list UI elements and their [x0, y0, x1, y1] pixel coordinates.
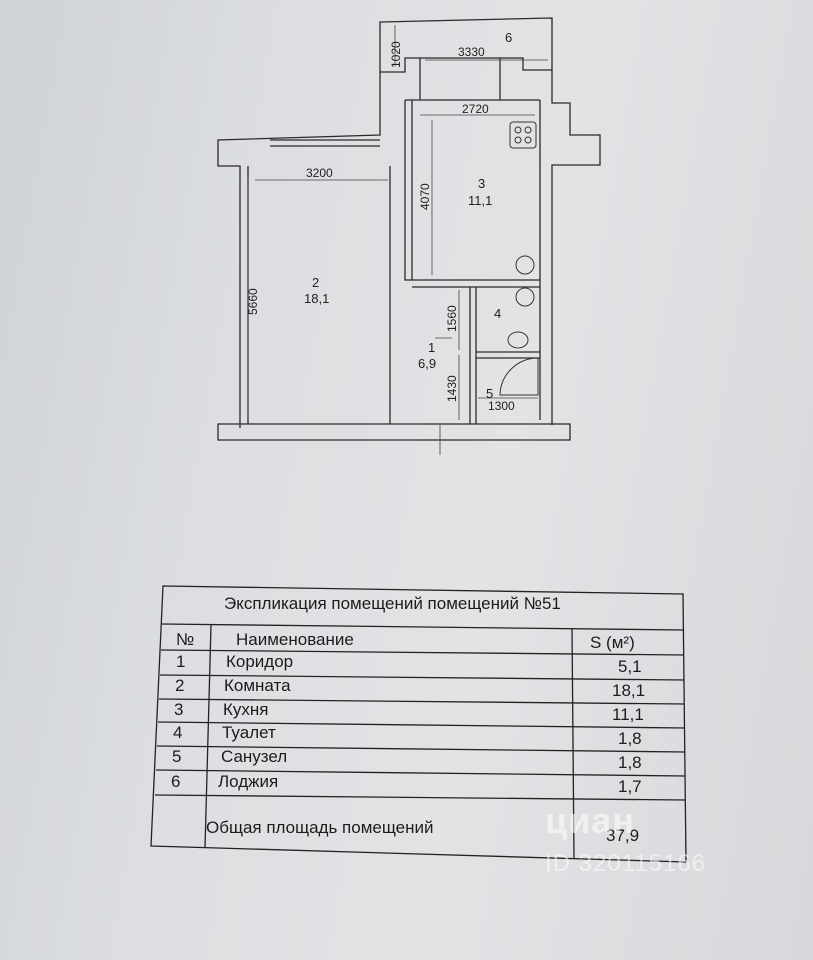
room-2-num: 2 — [312, 275, 319, 290]
dim-room-width: 3200 — [306, 166, 333, 180]
outer-wall-top — [217, 72, 381, 428]
room-1-num: 1 — [428, 340, 435, 355]
row-num: 1 — [176, 652, 186, 671]
explication-table: Экспликация помещений помещений №51 № На… — [150, 588, 686, 860]
row-num: 4 — [173, 723, 183, 742]
row-name: Комната — [224, 676, 291, 695]
row-name: Санузел — [221, 747, 288, 766]
row-area: 18,1 — [612, 681, 646, 700]
dim-room-depth: 5660 — [246, 288, 260, 315]
col-header-name: Наименование — [236, 630, 354, 649]
room-3-num: 3 — [478, 176, 485, 191]
room-6-num: 6 — [505, 30, 512, 45]
row-area: 1,8 — [618, 753, 642, 772]
table-title: Экспликация помещений помещений №51 — [224, 594, 561, 613]
total-area: 37,9 — [606, 826, 640, 845]
row-name: Туалет — [222, 723, 276, 742]
row-name: Лоджия — [218, 772, 279, 791]
room-1-area: 6,9 — [418, 356, 436, 371]
dim-balcony-width: 3330 — [458, 45, 485, 59]
row-num: 6 — [171, 772, 181, 791]
washbasin-icon — [515, 287, 535, 307]
col-header-num: № — [176, 630, 195, 649]
dim-toilet-depth: 1560 — [445, 305, 459, 332]
stove-icon — [509, 121, 537, 149]
row-num: 2 — [175, 676, 185, 695]
dim-kitchen-width: 2720 — [462, 102, 489, 116]
outer-wall-bottom — [217, 423, 571, 441]
watermark-id: ID 320115166 — [545, 850, 707, 877]
shower-tray-icon — [499, 357, 539, 396]
row-area: 1,7 — [618, 777, 642, 796]
dim-balcony-depth: 1020 — [389, 41, 403, 68]
col-header-area: S (м²) — [590, 633, 635, 652]
row-num: 3 — [174, 700, 184, 719]
toilet-icon — [507, 331, 529, 349]
dim-bath-depth: 1430 — [445, 375, 459, 402]
room-3-area: 11,1 — [468, 193, 492, 208]
row-name: Кухня — [223, 700, 269, 719]
room-2-area: 18,1 — [304, 291, 329, 306]
row-area: 5,1 — [618, 657, 642, 676]
balcony-outline — [379, 17, 553, 73]
sink-icon — [515, 255, 535, 275]
watermark-logo: циан — [545, 800, 636, 841]
row-area: 1,8 — [618, 729, 642, 748]
row-name: Коридор — [226, 652, 294, 671]
table-border — [150, 585, 687, 863]
outer-wall-right — [551, 70, 601, 425]
row-num: 5 — [172, 747, 182, 766]
dim-bath-width: 1300 — [488, 399, 515, 413]
dim-kitchen-depth: 4070 — [418, 183, 432, 210]
total-label: Общая площадь помещений — [206, 818, 434, 837]
room-4-num: 4 — [494, 306, 501, 321]
row-area: 11,1 — [612, 705, 644, 724]
room-5-num: 5 — [486, 386, 493, 401]
kitchen-left-wall — [404, 100, 412, 281]
